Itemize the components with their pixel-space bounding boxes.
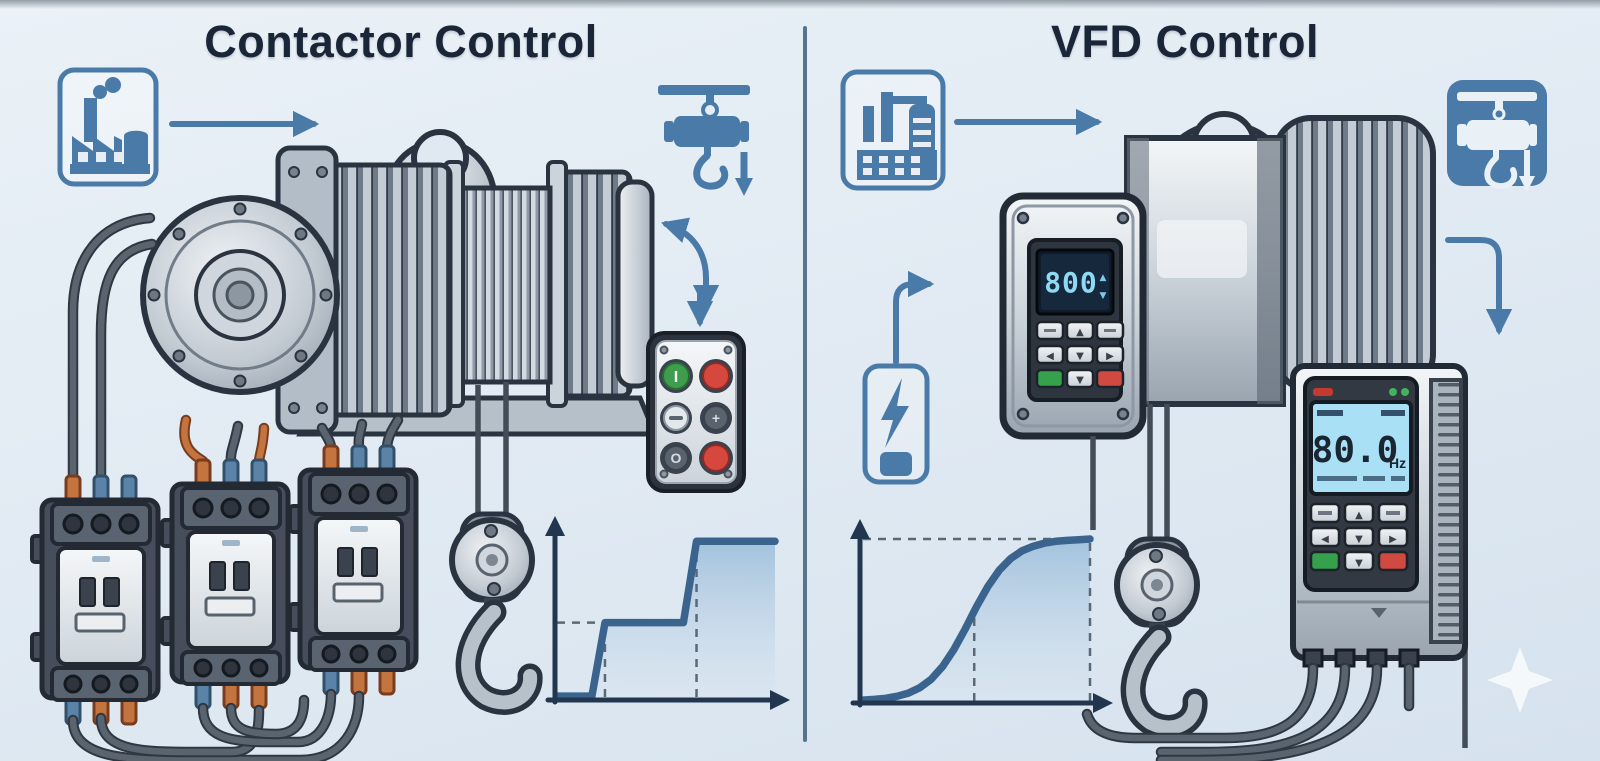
hoist-motor: [140, 129, 659, 437]
cable-drum: [459, 185, 553, 385]
right-panel-title: VFD Control: [1051, 16, 1319, 67]
contactor-1: [32, 476, 158, 724]
motor-end-right: [615, 179, 655, 389]
motor-to-vfd-arrow: [1445, 237, 1513, 336]
svg-text:▲: ▲: [1076, 327, 1084, 338]
svg-text:▲: ▲: [1355, 510, 1363, 521]
pendant-button-emergency: [699, 441, 733, 475]
hook-block: [452, 514, 532, 702]
left-panel-title: Contactor Control: [204, 16, 598, 67]
vfd-display-unit: Hz: [1389, 455, 1406, 471]
step-graph-fill: [557, 541, 775, 697]
svg-text:+: +: [712, 410, 720, 426]
motor-control-box: 800 ▲ ▼ ▲ ◀ ▼ ▶ ▼: [999, 192, 1147, 440]
hoist-cable: [1090, 404, 1170, 548]
hoist-trolley-icon: [1447, 80, 1547, 192]
hook-block: [1117, 539, 1197, 727]
vfd-hoist-motor: 800 ▲ ▼ ▲ ◀ ▼ ▶ ▼: [999, 111, 1436, 440]
power-to-motor-arrow: [893, 270, 935, 365]
contactor-control-panel: I + O: [0, 67, 790, 761]
vfd-display-value: 80.0: [1312, 430, 1399, 471]
vfd-stop-button: [1377, 550, 1409, 572]
factory-icon: [840, 69, 946, 191]
vfd-lcd: 80.0 Hz: [1309, 400, 1413, 496]
vfd-led-1: [1389, 388, 1397, 396]
panel-divider: [803, 26, 807, 742]
pendant-button-high: +: [700, 402, 732, 434]
motor-display-value: 800: [1044, 266, 1098, 299]
motor-end-cap: [140, 195, 340, 395]
pendant-button-off: O: [660, 442, 692, 474]
svg-text:▼: ▼: [1076, 375, 1084, 386]
motor-wires: [67, 212, 404, 484]
motor-lcd: 800 ▲ ▼: [1035, 248, 1115, 316]
svg-text:◀: ◀: [1321, 534, 1329, 545]
vfd-control-panel: 800 ▲ ▼ ▲ ◀ ▼ ▶ ▼: [840, 69, 1553, 761]
vfd-run-button: [1309, 550, 1341, 572]
motor-keypad: ▲ ◀ ▼ ▶ ▼: [1035, 320, 1125, 389]
vfd-pilot-light: [1313, 388, 1333, 396]
contactor-2: [162, 460, 288, 708]
svg-text:▼: ▼: [1355, 534, 1363, 545]
contactor-loop-wires: [67, 688, 365, 761]
vfd-heatsink: [1429, 378, 1463, 644]
hoist-trolley-icon: [658, 85, 753, 196]
svg-text:O: O: [671, 450, 682, 466]
sparkle-icon: [1487, 647, 1553, 713]
svg-text:▶: ▶: [1106, 351, 1114, 362]
speed-scurve-graph: [850, 519, 1113, 713]
scurve-graph-line: [859, 535, 1094, 704]
vfd-wires: [1081, 662, 1415, 761]
scurve-graph-fill: [863, 539, 1090, 701]
stop-button: [1095, 368, 1125, 389]
vfd-drive-unit: 80.0 Hz ▲ ◀ ▼ ▶ ▼: [1081, 363, 1468, 761]
contactor-3: [290, 446, 416, 694]
svg-text:▼: ▼: [1076, 351, 1084, 362]
run-button: [1035, 368, 1065, 389]
svg-text:▲: ▲: [1100, 273, 1107, 283]
svg-text:◀: ◀: [1046, 351, 1054, 362]
scurve-graph-dashes: [863, 537, 1092, 701]
factory-icon: [57, 67, 159, 187]
hoist-cable: [475, 382, 509, 522]
lightning-icon: [862, 363, 930, 485]
pendant-button-low: [660, 402, 692, 434]
motor-pendant-arrow: [660, 217, 720, 312]
speed-step-graph: [545, 516, 790, 710]
svg-text:▼: ▼: [1100, 291, 1107, 301]
motor-fins: [1272, 115, 1436, 393]
vfd-keypad: ▲ ◀ ▼ ▶ ▼: [1309, 502, 1409, 572]
vfd-led-2: [1401, 388, 1409, 396]
svg-text:▶: ▶: [1389, 534, 1397, 545]
svg-text:I: I: [674, 369, 678, 386]
step-graph-line: [553, 537, 779, 700]
pendant-button-start: I: [659, 359, 693, 393]
pendant-control: I + O: [646, 331, 746, 493]
top-edge-shade: [0, 0, 1600, 9]
pendant-button-stop: [699, 359, 733, 393]
svg-text:▼: ▼: [1355, 558, 1363, 569]
vfd-cable-glands: [1302, 648, 1420, 668]
